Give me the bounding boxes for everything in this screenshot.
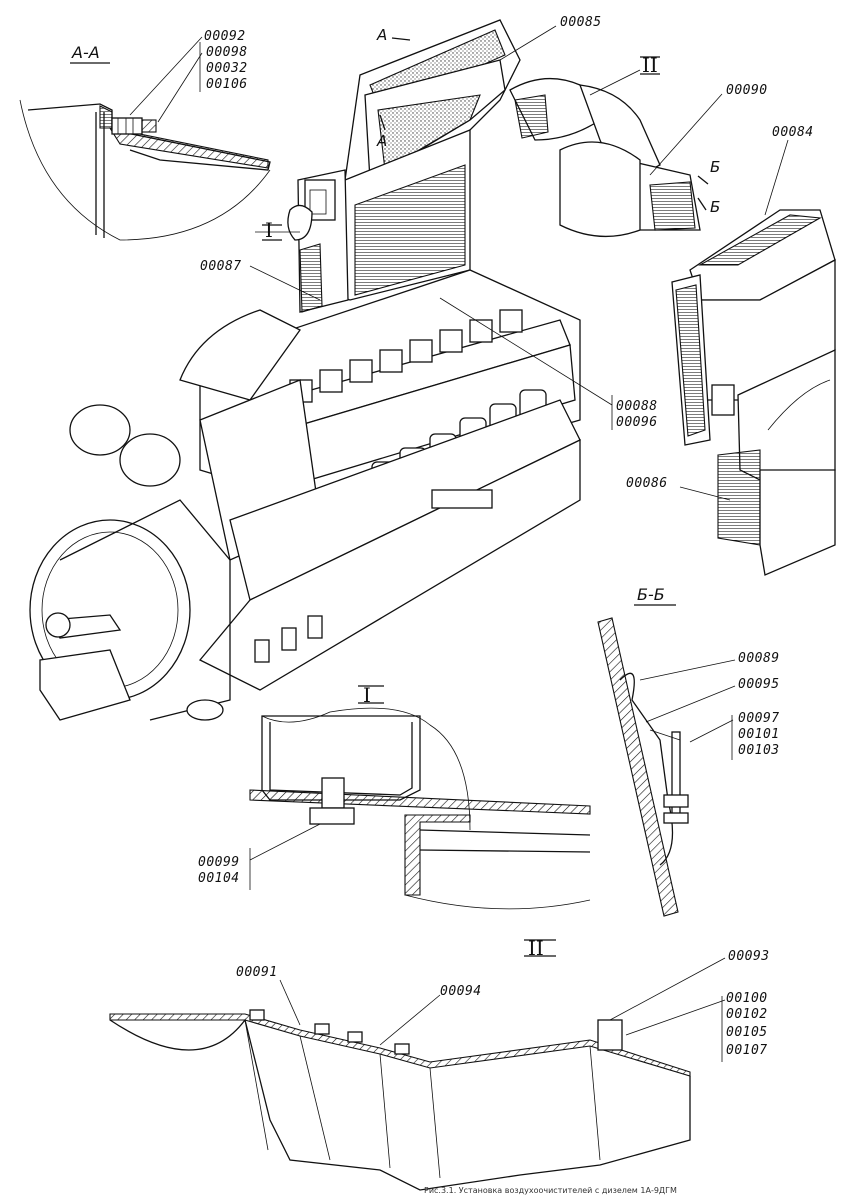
callout-00107: 00107 <box>726 1043 768 1058</box>
detail-2: II 00091 00094 00093 00100 00102 00105 0… <box>109 936 770 1191</box>
detail-1: I 00099 00104 <box>198 683 591 910</box>
callout-00089: 00089 <box>738 651 780 666</box>
callout-00106: 00106 <box>206 77 248 92</box>
detail-1-title: I <box>363 683 371 707</box>
callout-00100: 00100 <box>726 991 768 1006</box>
callout-00087: 00087 <box>200 259 242 274</box>
callout-00095: 00095 <box>738 677 780 692</box>
aa-callouts: 00092 00098 00032 00106 <box>129 29 248 123</box>
detail-2-bolt <box>597 1019 623 1051</box>
cut-marker-a-bottom: А <box>376 132 387 150</box>
air-cleaner-right <box>671 209 836 576</box>
bolt-head <box>111 117 143 135</box>
callout-00090: 00090 <box>726 83 768 98</box>
gasket-section <box>108 127 269 169</box>
callout-00032: 00032 <box>206 61 248 76</box>
generator <box>29 404 231 721</box>
air-cleaner-left <box>287 19 521 313</box>
cut-marker-b-bottom: Б <box>710 198 720 216</box>
section-aa-title: А-А <box>71 43 100 62</box>
cut-marker-b-top: Б <box>710 158 720 176</box>
callout-00098: 00098 <box>206 45 248 60</box>
detail-1-plate <box>249 789 591 815</box>
callout-00099: 00099 <box>198 855 240 870</box>
callout-00096: 00096 <box>616 415 658 430</box>
section-bb-title: Б-Б <box>637 585 665 604</box>
callout-00103: 00103 <box>738 743 780 758</box>
callout-00092: 00092 <box>204 29 246 44</box>
callout-00105: 00105 <box>726 1025 768 1040</box>
callout-00101: 00101 <box>738 727 780 742</box>
diesel-engine <box>179 269 581 691</box>
view-marker-1: I <box>265 218 273 242</box>
callout-00093: 00093 <box>728 949 770 964</box>
view-marker-2: II <box>642 53 658 77</box>
callout-00104: 00104 <box>198 871 240 886</box>
callout-00091: 00091 <box>236 965 278 980</box>
callout-00086: 00086 <box>626 476 668 491</box>
bb-wall-section <box>597 617 679 917</box>
detail-1-bolt <box>321 777 345 809</box>
section-bb: Б-Б 00089 00095 00097 00101 00103 <box>597 585 780 917</box>
cut-marker-a-top: А <box>376 26 387 44</box>
callout-00088: 00088 <box>616 399 658 414</box>
section-aa: А-А <box>19 43 271 241</box>
callout-00084: 00084 <box>772 125 814 140</box>
main-callouts: 00085 00090 00084 00087 00088 00096 0008… <box>200 15 814 501</box>
callout-00102: 00102 <box>726 1007 768 1022</box>
detail-2-title: II <box>528 936 544 960</box>
callout-00097: 00097 <box>738 711 780 726</box>
figure-caption: Рис.3.1. Установка воздухоочистителей с … <box>424 1186 677 1195</box>
callout-00094: 00094 <box>440 984 482 999</box>
air-ducts <box>509 77 701 238</box>
callout-00085: 00085 <box>560 15 602 30</box>
